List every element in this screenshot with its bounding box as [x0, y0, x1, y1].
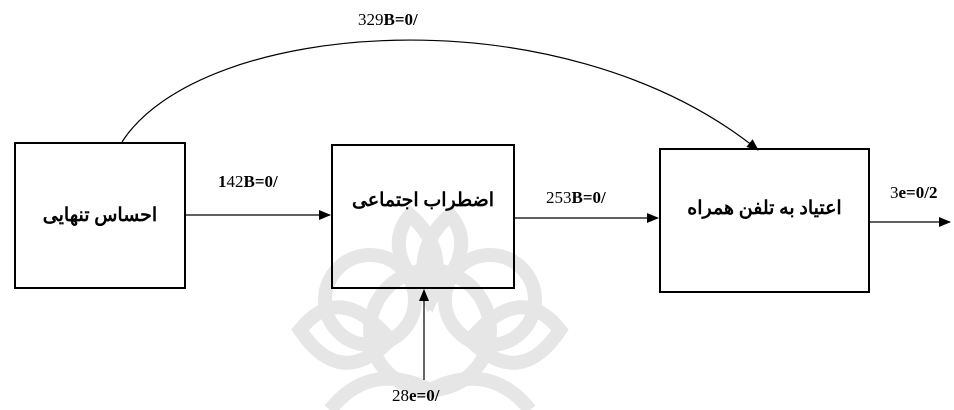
coef-addiction-error: 3e=0/2 — [890, 183, 937, 203]
node-social-anxiety-label: اضطراب اجتماعی — [351, 190, 495, 211]
coef-value: e=0/ — [409, 386, 440, 405]
coef-loneliness-to-anxiety: 142B=0/ — [218, 172, 278, 192]
coef-value: e=0/2 — [898, 183, 938, 202]
coef-prefix: 28 — [392, 386, 409, 405]
coef-lead: 1 — [218, 172, 227, 191]
node-social-anxiety: اضطراب اجتماعی — [331, 144, 515, 289]
arrow-loneliness-to-addiction — [121, 39, 759, 151]
node-loneliness: احساس تنهایی — [14, 142, 186, 289]
coef-prefix: 329 — [358, 10, 384, 29]
node-phone-addiction: اعتیاد به تلفن همراه — [659, 148, 870, 293]
node-loneliness-label: احساس تنهایی — [42, 205, 158, 226]
coef-anxiety-to-addiction: 253B=0/ — [546, 188, 606, 208]
coef-value: B=0/ — [243, 172, 278, 191]
coef-value: B=0/ — [571, 188, 606, 207]
coef-prefix: 3 — [890, 183, 899, 202]
coef-loneliness-to-addiction: 329B=0/ — [358, 10, 418, 30]
coef-prefix: 42 — [226, 172, 244, 191]
coef-anxiety-error: 28e=0/ — [392, 386, 439, 406]
coef-prefix: 253 — [546, 188, 572, 207]
node-phone-addiction-label: اعتیاد به تلفن همراه — [687, 198, 842, 219]
coef-value: B=0/ — [383, 10, 418, 29]
